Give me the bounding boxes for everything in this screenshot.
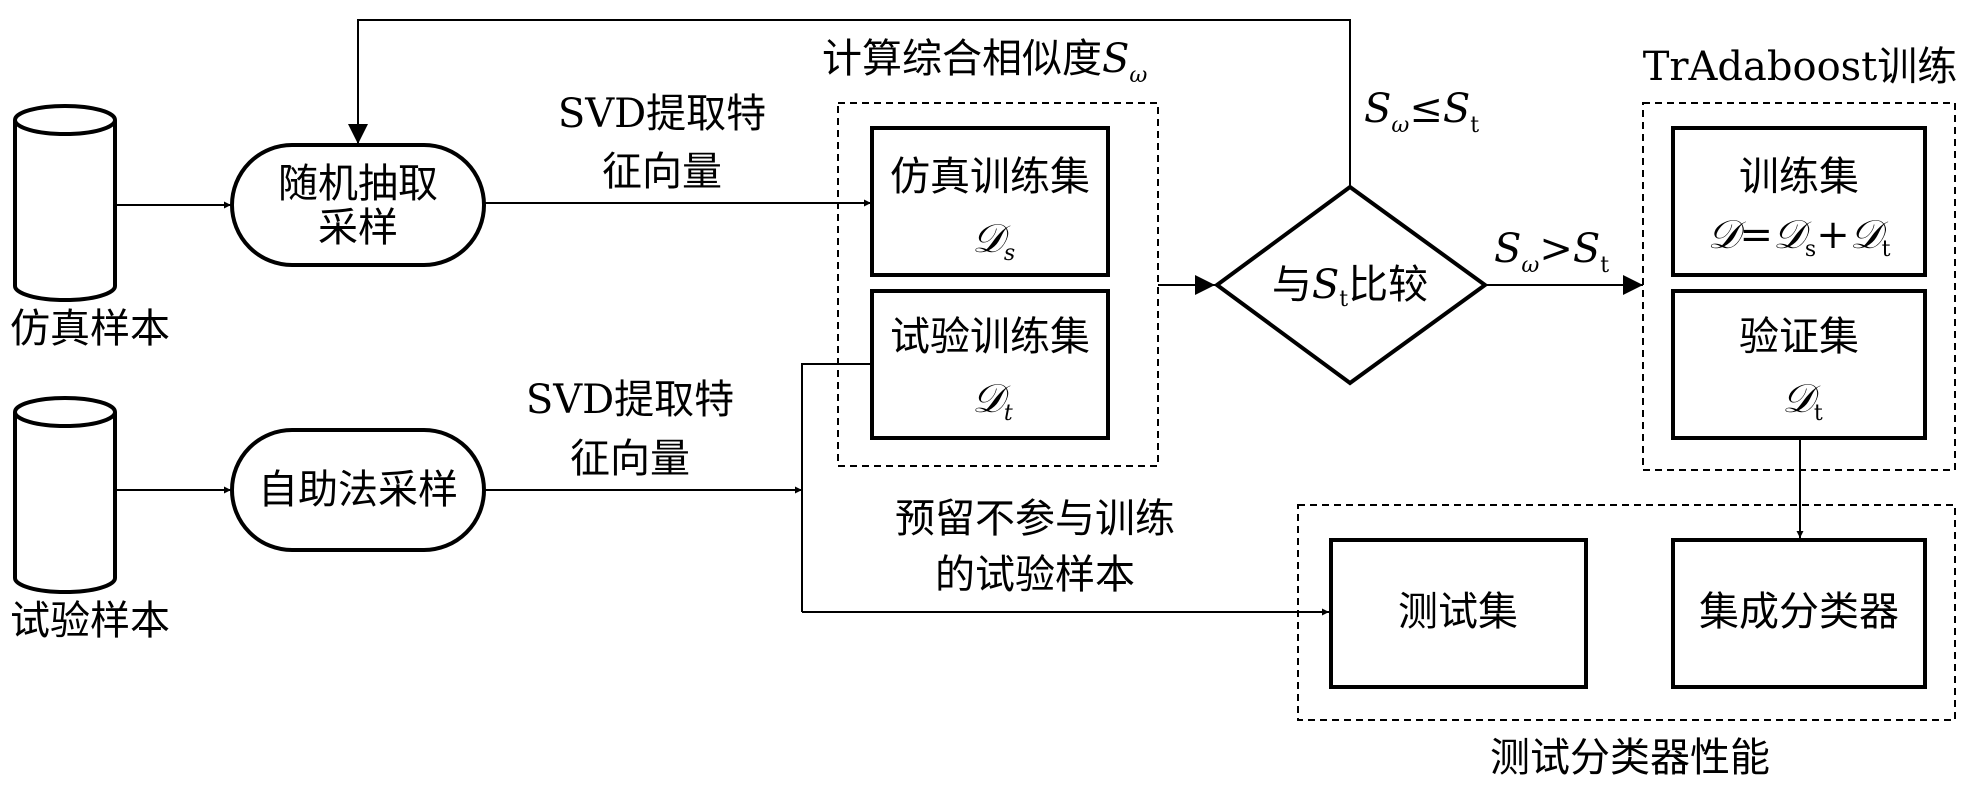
sim-train-set-box: 仿真训练集 𝒟s bbox=[870, 126, 1110, 277]
test-train-set-box: 试验训练集 𝒟t bbox=[870, 289, 1110, 440]
sim-database-icon bbox=[13, 104, 117, 302]
ensemble-classifier-label: 集成分类器 bbox=[1699, 589, 1899, 635]
similarity-group-frame bbox=[837, 102, 1159, 467]
pass-condition-label: Sω>St bbox=[1494, 226, 1609, 278]
arrow-loop-back-to-random bbox=[348, 19, 1351, 187]
test-set-label: 测试集 bbox=[1398, 589, 1518, 635]
evaluation-group-frame bbox=[1297, 504, 1956, 721]
compare-decision-node: 与St比较 bbox=[1213, 184, 1489, 386]
sim-database-label: 仿真样本 bbox=[10, 306, 170, 352]
tradaboost-group-title: TrAdaboost训练 bbox=[1643, 44, 1958, 90]
test-database-icon bbox=[13, 396, 117, 594]
random-sampling-line1: 随机抽取 bbox=[278, 161, 438, 207]
similarity-group-title: 计算综合相似度Sω bbox=[822, 36, 1147, 88]
evaluation-group-title: 测试分类器性能 bbox=[1490, 735, 1770, 781]
test-database-label: 试验样本 bbox=[10, 598, 170, 644]
ensemble-classifier-box: 集成分类器 bbox=[1671, 538, 1927, 689]
branch-to-test-train bbox=[801, 363, 872, 612]
loop-condition-label: Sω≤St bbox=[1364, 86, 1479, 138]
bootstrap-sampling-node: 自助法采样 bbox=[230, 428, 486, 552]
sim-train-set-label: 仿真训练集 bbox=[890, 154, 1090, 200]
train-set-formula: 𝒟=𝒟s+𝒟t bbox=[1708, 212, 1891, 262]
test-set-box: 测试集 bbox=[1329, 538, 1588, 689]
train-set-label: 训练集 bbox=[1739, 154, 1859, 200]
svd-label-bottom-line1: SVD提取特 bbox=[526, 377, 734, 423]
svd-label-bottom-line2: 征向量 bbox=[570, 436, 690, 482]
validation-set-box: 验证集 𝒟t bbox=[1671, 289, 1927, 440]
test-train-set-label: 试验训练集 bbox=[890, 314, 1090, 360]
random-sampling-line2: 采样 bbox=[318, 205, 398, 251]
svd-label-top-line2: 征向量 bbox=[602, 149, 722, 195]
svd-label-top-line1: SVD提取特 bbox=[558, 91, 766, 137]
reserved-label-line2: 的试验样本 bbox=[935, 552, 1135, 598]
reserved-label-line1: 预留不参与训练 bbox=[895, 496, 1175, 542]
train-set-box: 训练集 𝒟=𝒟s+𝒟t bbox=[1671, 126, 1927, 277]
compare-decision-label: 与St比较 bbox=[1272, 262, 1428, 312]
bootstrap-sampling-label: 自助法采样 bbox=[258, 467, 458, 513]
validation-set-label: 验证集 bbox=[1739, 314, 1859, 360]
random-sampling-node: 随机抽取 采样 bbox=[230, 143, 486, 267]
